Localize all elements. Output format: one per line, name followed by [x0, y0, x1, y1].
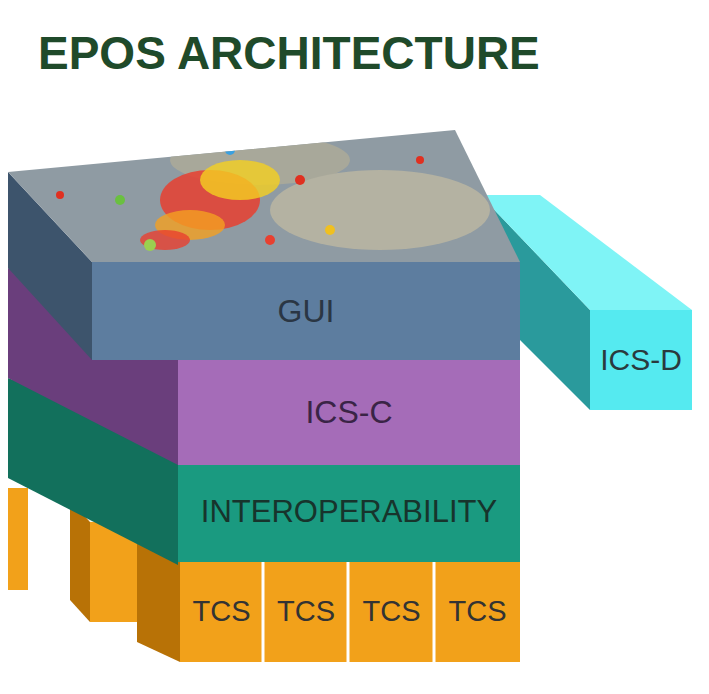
box-front	[8, 488, 28, 590]
ics-c-layer: ICS-C	[178, 362, 520, 462]
gui-layer: GUI	[92, 262, 520, 360]
map-top	[8, 130, 520, 262]
tcs-box: TCS	[180, 562, 263, 660]
diagram-title: EPOS ARCHITECTURE	[38, 26, 540, 80]
slab-front	[590, 310, 692, 410]
ics-d-layer: ICS-D	[590, 310, 692, 410]
layer-label: ICS-C	[305, 394, 392, 431]
tcs-box: TCS	[435, 562, 520, 660]
layer-label: GUI	[278, 293, 335, 330]
layer-label: TCS	[363, 595, 421, 628]
layer-label: TCS	[193, 595, 251, 628]
box-front	[180, 560, 520, 662]
layer-label: ICS-D	[600, 343, 682, 377]
gui-slab	[8, 130, 520, 360]
interoperability-layer: INTEROPERABILITY	[178, 466, 520, 558]
layer-label: INTEROPERABILITY	[201, 494, 497, 530]
map-picture	[56, 135, 490, 251]
layer-label: TCS	[449, 595, 507, 628]
layer-label: TCS	[277, 595, 335, 628]
tcs-box: TCS	[349, 562, 434, 660]
slab-front	[92, 262, 520, 360]
tcs-box: TCS	[264, 562, 348, 660]
